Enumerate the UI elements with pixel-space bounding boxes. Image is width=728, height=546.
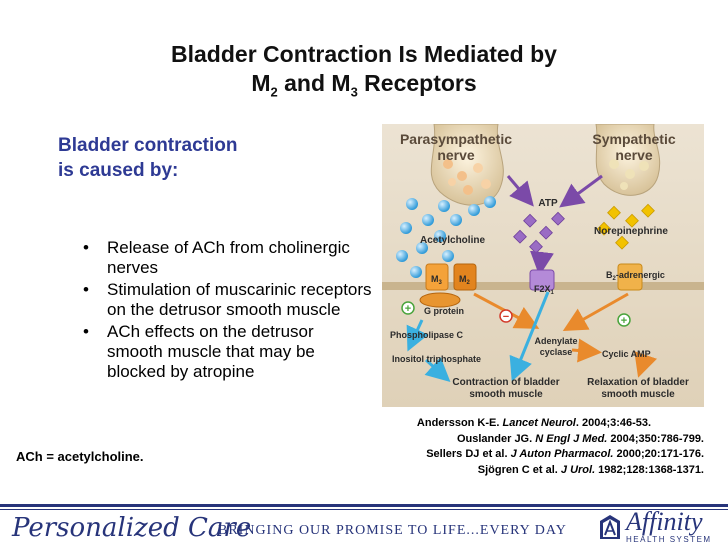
reference-item: Sjögren C et al. J Urol. 1982;128:1368-1… bbox=[477, 463, 704, 476]
ip3-to-contraction-arrow bbox=[424, 357, 451, 383]
receptor-diagram: + − + Parasympathetic nerve Sympathetic … bbox=[382, 124, 704, 407]
b2-receptor bbox=[617, 263, 643, 291]
footer-stripe-thin bbox=[0, 509, 728, 510]
sympathetic-label-1: Sympathetic bbox=[592, 131, 675, 147]
reference-item: Andersson K-E. Lancet Neurol. 2004;3:46-… bbox=[416, 417, 652, 429]
parasympathetic-label-1: Parasympathetic bbox=[400, 131, 512, 147]
atp-release-arrow bbox=[506, 175, 534, 207]
f2x-label: F2X1 bbox=[534, 284, 555, 296]
abbreviation-note: ACh = acetylcholine. bbox=[16, 449, 144, 464]
logo-name: Affinity bbox=[626, 507, 703, 536]
atp-label: ATP bbox=[538, 198, 558, 209]
svg-text:+: + bbox=[621, 315, 627, 327]
bullet-item: ACh effects on the detrusor smooth muscl… bbox=[74, 322, 374, 382]
receptor-diagram-svg: + − + Parasympathetic nerve Sympathetic … bbox=[382, 124, 704, 400]
atp-binding-arrow bbox=[530, 250, 554, 276]
phospholipase-label: Phospholipase C bbox=[390, 330, 464, 340]
sympathetic-label-2: nerve bbox=[615, 147, 653, 163]
f2x-receptor bbox=[529, 269, 555, 291]
footer-stripe bbox=[0, 504, 728, 507]
relaxation-label-2: smooth muscle bbox=[601, 389, 675, 400]
m2-receptor bbox=[453, 263, 477, 291]
title-line-2: M2 and M3 Receptors bbox=[251, 70, 477, 100]
norepinephrine-molecules bbox=[597, 203, 655, 250]
cyclic-amp-label: Cyclic AMP bbox=[602, 349, 651, 359]
relaxation-label-1: Relaxation of bladder bbox=[587, 377, 689, 388]
reference-item: Sellers DJ et al. J Auton Pharmacol. 200… bbox=[426, 448, 704, 460]
m2-label: M2 bbox=[459, 274, 471, 286]
bullet-item: Stimulation of muscarinic receptors on t… bbox=[74, 280, 374, 320]
plc-to-ip3-arrow bbox=[406, 319, 429, 352]
adenylate-to-camp-arrow bbox=[571, 338, 602, 363]
footer-tagline: BRINGING OUR PROMISE TO LIFE...EVERY DAY bbox=[218, 523, 567, 538]
sympathetic-terminal bbox=[595, 124, 661, 196]
g-protein-shape bbox=[419, 292, 461, 308]
norepinephrine-vesicles bbox=[609, 159, 649, 190]
plus-sign-right: + bbox=[617, 313, 631, 327]
minus-sign: − bbox=[499, 309, 513, 323]
slide-title: Bladder Contraction Is Mediated by M2 an… bbox=[0, 40, 728, 107]
b2-to-adenylate-arrow bbox=[562, 292, 629, 331]
plus-sign-left: + bbox=[401, 301, 415, 315]
f2x-to-contraction-arrow bbox=[509, 291, 550, 382]
g-protein-label: G protein bbox=[424, 306, 464, 316]
acetylcholine-molecules bbox=[396, 196, 496, 278]
adenylate-label-1: Adenylate bbox=[534, 336, 577, 346]
bullet-item: Release of ACh from cholinergic nerves bbox=[74, 238, 374, 278]
contraction-label-2: smooth muscle bbox=[469, 389, 543, 400]
atp-release-arrow bbox=[559, 174, 603, 208]
logo-subtitle: HEALTH SYSTEM bbox=[626, 535, 712, 544]
contraction-label-1: Contraction of bladder bbox=[452, 377, 559, 388]
references: Andersson K-E. Lancet Neurol. 2004;3:46-… bbox=[364, 416, 704, 478]
bullet-list: Release of ACh from cholinergic nerves S… bbox=[74, 238, 374, 384]
heading-line-1: Bladder contraction bbox=[58, 135, 238, 156]
reference-item: Ouslander JG. N Engl J Med. 2004;350:786… bbox=[456, 432, 704, 445]
atp-molecules bbox=[513, 211, 565, 254]
acetylcholine-vesicles bbox=[443, 159, 491, 195]
affinity-logo-icon bbox=[600, 515, 620, 539]
svg-text:−: − bbox=[503, 311, 509, 323]
acetylcholine-label: Acetylcholine bbox=[420, 235, 485, 246]
m3-receptor bbox=[425, 263, 449, 291]
title-line-1: Bladder Contraction Is Mediated by bbox=[171, 41, 557, 67]
inositol-label: Inositol triphosphate bbox=[392, 354, 481, 364]
norepinephrine-label: Norepinephrine bbox=[594, 226, 668, 237]
b2-label: B2-adrenergic bbox=[606, 270, 665, 282]
footer-brand-script: Personalized Care bbox=[12, 513, 252, 543]
heading-line-2: is caused by: bbox=[58, 160, 179, 181]
adenylate-label-2: cyclase bbox=[540, 347, 573, 357]
footer-banner: Personalized Care BRINGING OUR PROMISE T… bbox=[0, 504, 728, 546]
parasympathetic-label-2: nerve bbox=[437, 147, 475, 163]
svg-text:+: + bbox=[405, 303, 411, 315]
m3-label: M3 bbox=[431, 274, 443, 286]
section-heading: Bladder contraction is caused by: bbox=[58, 133, 358, 183]
camp-to-relaxation-arrow bbox=[634, 351, 658, 378]
